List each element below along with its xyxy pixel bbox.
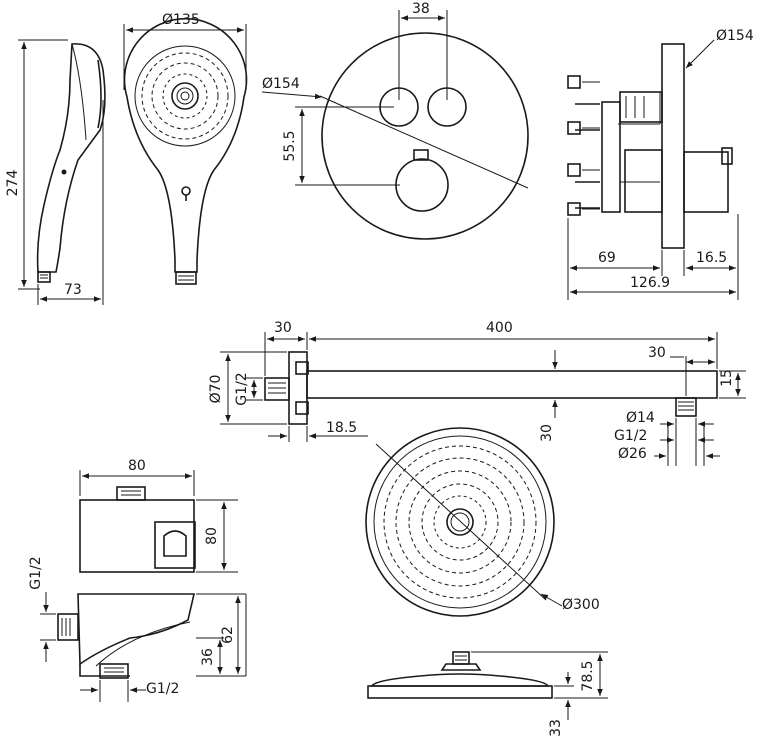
dim-elbow-top: 80 80 (79, 458, 238, 573)
label-55-5: 55.5 (282, 130, 298, 161)
label-33: 33 (548, 719, 564, 737)
label-arm-30-c: 30 (539, 424, 555, 442)
label-69: 69 (598, 250, 616, 266)
wall-elbow-side-view (57, 593, 196, 679)
dim-hand-height: 274 (5, 39, 68, 290)
label-73: 73 (64, 282, 82, 298)
label-274: 274 (5, 170, 21, 197)
wall-elbow-top-view (79, 486, 196, 573)
hand-shower-front-view (123, 18, 248, 285)
shower-arm (264, 351, 718, 425)
label-62: 62 (220, 626, 236, 644)
label-arm-g12: G1/2 (234, 372, 250, 405)
label-78-5: 78.5 (580, 660, 596, 691)
dim-hand-depth: 73 (37, 100, 104, 305)
label-d154-a: Ø154 (262, 76, 300, 92)
dim-valve-diameter-a: Ø154 (261, 76, 323, 100)
dim-hand-diameter: Ø135 (123, 12, 247, 90)
dim-head-side: 78.5 33 (471, 651, 608, 737)
dim-head-diameter: Ø300 (540, 593, 600, 613)
label-d70: Ø70 (208, 375, 224, 404)
label-elbow-80h: 80 (204, 527, 220, 545)
dim-elbow-side: G1/2 36 62 G1/2 (28, 556, 247, 702)
label-d26: Ø26 (618, 446, 647, 462)
label-15: 15 (719, 369, 735, 387)
dim-valve-spacing: 38 (398, 1, 448, 100)
label-arm-30: 30 (274, 320, 292, 336)
overhead-shower-top-view (365, 427, 555, 617)
label-elbow-80w: 80 (128, 458, 146, 474)
valve-front-view (319, 32, 529, 240)
label-d154-b: Ø154 (716, 28, 754, 44)
label-d300: Ø300 (562, 597, 600, 613)
label-d135: Ø135 (162, 12, 200, 28)
label-400: 400 (486, 320, 513, 336)
label-16-5: 16.5 (696, 250, 727, 266)
label-d14: Ø14 (626, 410, 655, 426)
dim-valve-diameter-b: Ø154 (685, 28, 754, 69)
dim-valve-vertical: 55.5 (282, 106, 400, 186)
hand-shower-side-view (36, 43, 106, 283)
valve-side-view (567, 43, 733, 249)
label-elbow-g12-b: G1/2 (146, 681, 179, 697)
overhead-shower-side-view (367, 651, 553, 699)
label-elbow-g12: G1/2 (28, 556, 44, 589)
label-126-9: 126.9 (630, 275, 670, 291)
label-38: 38 (412, 1, 430, 17)
label-18-5: 18.5 (326, 420, 357, 436)
label-36: 36 (200, 648, 216, 666)
dim-valve-depth: 69 16.5 126.9 (567, 214, 739, 300)
label-arm-g12-b: G1/2 (614, 428, 647, 444)
label-arm-30-b: 30 (648, 345, 666, 361)
dim-arm: 30 400 30 15 30 Ø70 G1/2 18.5 Ø14 (208, 320, 746, 466)
